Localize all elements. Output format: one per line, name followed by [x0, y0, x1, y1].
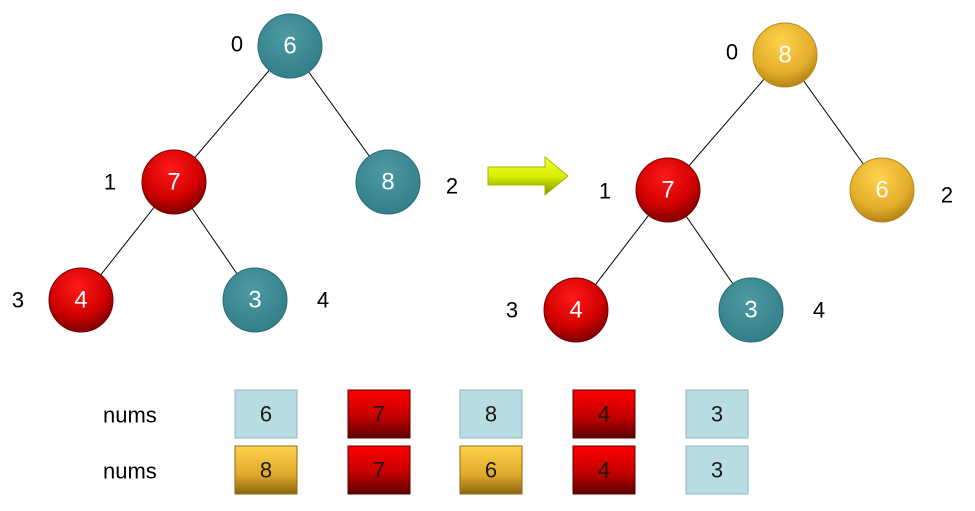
array-cell-value: 6	[260, 402, 272, 427]
node-value: 3	[248, 287, 261, 314]
tree-node	[257, 13, 323, 79]
array-cell-value: 8	[485, 402, 497, 427]
tree-node	[718, 277, 784, 343]
array-cell	[234, 445, 298, 495]
node-value: 7	[661, 177, 674, 204]
node-index-label: 0	[231, 32, 243, 57]
array-cell	[685, 389, 749, 439]
tree-node	[635, 157, 701, 223]
array-cell	[572, 445, 636, 495]
node-index-label: 4	[317, 288, 329, 313]
array-cell	[572, 389, 636, 439]
array-cell-value: 4	[598, 402, 610, 427]
node-index-label: 3	[506, 298, 518, 323]
array-cell	[347, 445, 411, 495]
tree-node	[752, 22, 818, 88]
array-rows: nums 6 7 8 4 3 nums 8 7 6 4 3	[103, 389, 749, 495]
tree-node	[543, 277, 609, 343]
node-index-label: 3	[12, 288, 24, 313]
array-cell-value: 8	[260, 458, 272, 483]
node-value: 6	[283, 33, 296, 60]
array-cell	[234, 389, 298, 439]
node-value: 6	[875, 177, 888, 204]
array-label: nums	[103, 403, 157, 428]
node-index-label: 1	[104, 170, 116, 195]
tree-node	[48, 267, 114, 333]
tree-node	[849, 157, 915, 223]
array-cell-value: 7	[373, 402, 385, 427]
node-index-label: 2	[941, 183, 953, 208]
node-value: 8	[381, 169, 394, 196]
array-cell-value: 4	[598, 458, 610, 483]
tree-after: 8 0 7 1 6 2 4 3 3 4	[506, 22, 953, 343]
array-cell	[685, 445, 749, 495]
node-index-label: 2	[446, 174, 458, 199]
node-value: 4	[569, 297, 582, 324]
array-cell-value: 7	[373, 458, 385, 483]
array-cell-value: 6	[485, 458, 497, 483]
node-value: 3	[744, 297, 757, 324]
array-cell-value: 3	[711, 402, 723, 427]
tree-node	[141, 149, 207, 215]
node-index-label: 4	[813, 298, 825, 323]
transition-arrow-icon	[487, 155, 569, 197]
tree-before: 6 0 7 1 8 2 4 3 3 4	[12, 13, 458, 333]
node-value: 7	[167, 169, 180, 196]
tree-node	[222, 267, 288, 333]
tree-node	[355, 149, 421, 215]
array-cell	[347, 389, 411, 439]
array-cell-value: 3	[711, 458, 723, 483]
node-value: 4	[74, 287, 87, 314]
node-index-label: 1	[599, 179, 611, 204]
node-index-label: 0	[726, 40, 738, 65]
array-label: nums	[103, 459, 157, 484]
array-cell	[459, 389, 523, 439]
node-value: 8	[778, 42, 791, 69]
array-cell	[459, 445, 523, 495]
